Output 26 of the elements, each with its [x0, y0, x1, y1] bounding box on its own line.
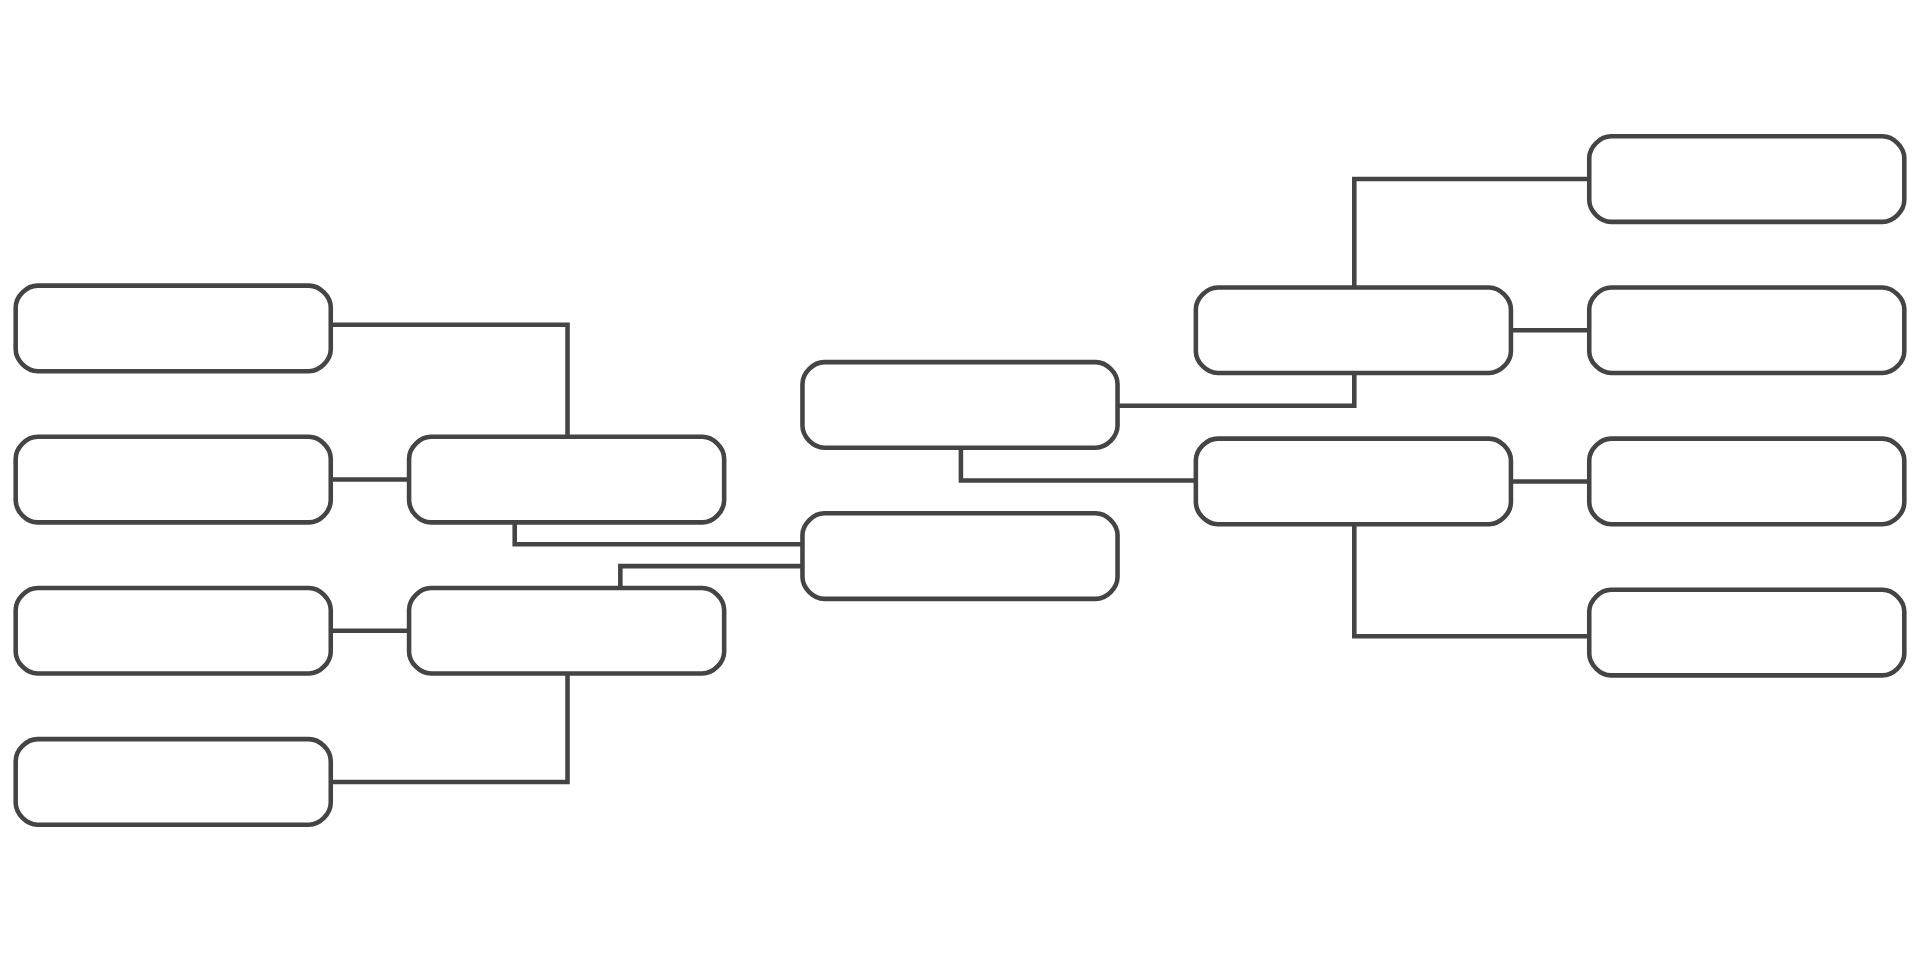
connector	[1352, 176, 1589, 287]
connector	[1352, 524, 1589, 638]
node-box	[13, 282, 334, 373]
node-box	[1193, 284, 1514, 375]
node-box	[406, 585, 727, 676]
node-box	[13, 434, 334, 525]
node-box	[13, 736, 334, 827]
node-box	[1586, 133, 1907, 224]
connector	[618, 563, 803, 587]
connector	[1511, 327, 1589, 333]
node-box	[800, 359, 1120, 450]
node-box	[1586, 284, 1907, 375]
connector	[1118, 372, 1357, 408]
node-box	[1193, 435, 1514, 526]
connector	[330, 476, 409, 482]
node-box	[406, 434, 727, 525]
connector	[958, 447, 1196, 483]
connector	[331, 322, 570, 436]
node-box	[1586, 435, 1907, 526]
node-box	[13, 585, 334, 676]
connector	[1511, 478, 1589, 484]
connector	[330, 627, 409, 633]
connector	[512, 522, 803, 546]
node-box	[800, 510, 1120, 601]
node-box	[1586, 587, 1907, 678]
connector	[331, 673, 570, 784]
